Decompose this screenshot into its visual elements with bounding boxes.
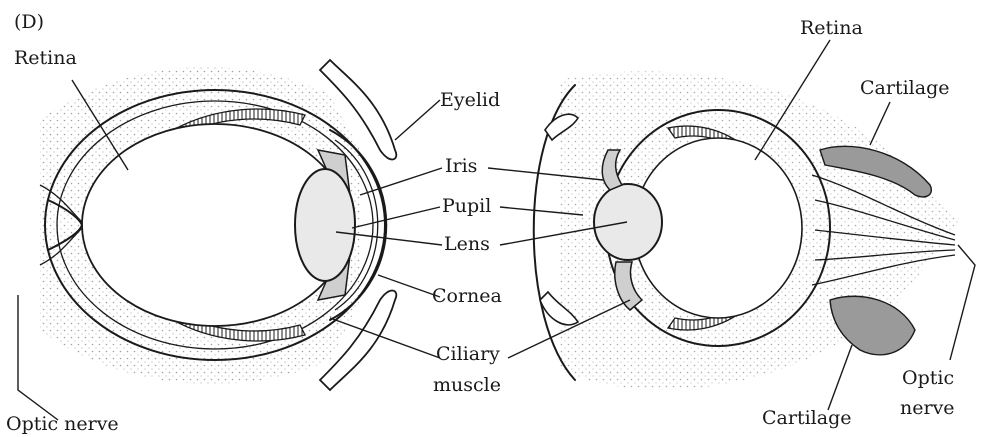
label-optic-nerve-left: Optic nerve: [6, 413, 119, 435]
leader-optic-nerve-right: [950, 245, 975, 360]
cephalopod-eye: [534, 71, 960, 389]
leader-eyelid: [395, 100, 440, 140]
lens-right: [594, 184, 662, 260]
label-retina-right: Retina: [800, 17, 863, 39]
leader-cartilage-bottom: [828, 345, 852, 410]
label-cartilage-bottom: Cartilage: [762, 407, 851, 429]
panel-label: (D): [14, 11, 44, 33]
label-retina-left: Retina: [14, 47, 77, 69]
lens-left: [295, 169, 355, 281]
label-optic-nerve-right-line1: Optic: [902, 367, 954, 389]
label-ciliary-line1: Ciliary: [436, 343, 500, 365]
label-pupil: Pupil: [442, 195, 491, 217]
label-cartilage-top: Cartilage: [860, 77, 949, 99]
label-eyelid: Eyelid: [440, 89, 500, 111]
label-optic-nerve-right-line2: nerve: [900, 397, 955, 419]
vertebrate-eye: [40, 60, 396, 390]
leader-cartilage-top: [870, 102, 890, 145]
label-cornea: Cornea: [432, 285, 502, 307]
label-iris: Iris: [445, 155, 477, 177]
leader-pupil-left: [352, 207, 440, 228]
label-lens: Lens: [444, 233, 490, 255]
cartilage-bottom-shape: [830, 296, 915, 355]
label-ciliary-line2: muscle: [433, 374, 501, 396]
